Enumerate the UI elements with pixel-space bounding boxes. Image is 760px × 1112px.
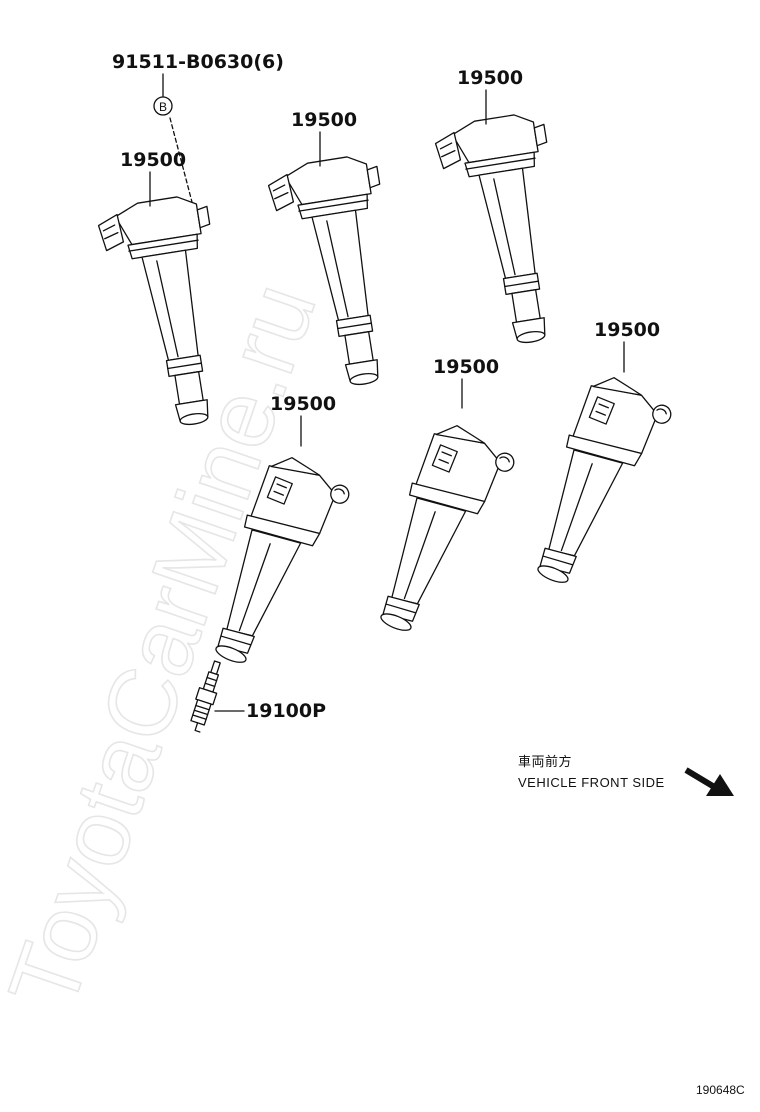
direction-text-jp: 車両前方 <box>518 754 572 769</box>
vehicle-front-arrow-icon <box>684 767 734 796</box>
ignition-coil-5 <box>358 417 520 648</box>
coil-1-part-label: 19500 <box>120 149 186 171</box>
direction-text-en: VEHICLE FRONT SIDE <box>518 775 665 790</box>
bolt-reference-letter: B <box>159 100 167 114</box>
ignition-coil-3 <box>432 109 578 353</box>
coil-4-part-label: 19500 <box>270 393 336 415</box>
coil-5-part-label: 19500 <box>433 356 499 378</box>
watermark: ToyotaCarMine.ru <box>0 271 337 1022</box>
ignition-coil-6 <box>515 369 677 600</box>
coil-6-part-label: 19500 <box>594 319 660 341</box>
spark-plug-part-label: 19100P <box>246 700 326 722</box>
bolt-reference-circle <box>153 96 173 116</box>
bolt-part-label: 91511-B0630(6) <box>112 51 284 73</box>
spark-plug <box>190 660 221 733</box>
coil-3-part-label: 19500 <box>457 67 523 89</box>
coil-2-part-label: 19500 <box>291 109 357 131</box>
bolt-dashed-leader <box>169 117 193 203</box>
figure-code: 190648C <box>696 1083 745 1097</box>
